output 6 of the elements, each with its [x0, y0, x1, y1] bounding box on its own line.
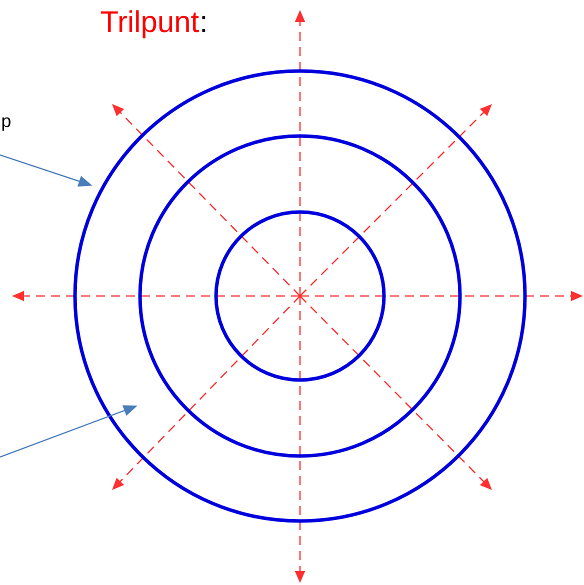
label: : — [202, 16, 206, 32]
ring-circle — [138, 134, 462, 458]
label: p — [2, 117, 10, 131]
ring-circle — [214, 210, 386, 382]
title: Trilpunt — [100, 10, 199, 38]
ring-circle — [73, 69, 527, 523]
